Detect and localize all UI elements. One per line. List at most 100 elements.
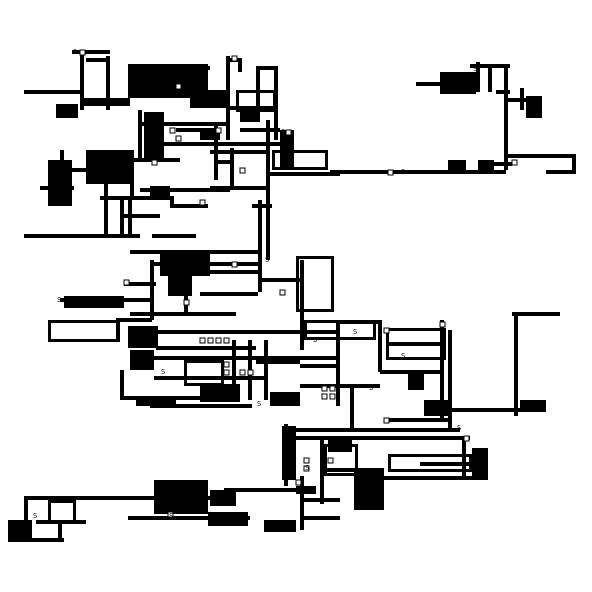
- door-marker: [223, 361, 230, 368]
- marker-layer: [79, 49, 518, 518]
- door-marker: [151, 159, 158, 166]
- room-wall: [48, 320, 120, 323]
- door-marker: [329, 385, 336, 392]
- corridor-segment: [300, 364, 340, 368]
- corridor-segment: [296, 428, 460, 432]
- corridor-segment: [448, 330, 452, 430]
- corridor-segment: [496, 90, 510, 94]
- corridor-segment: [58, 520, 62, 540]
- room-block: [168, 276, 192, 296]
- room-wall: [48, 521, 76, 524]
- door-marker: [439, 321, 446, 328]
- corridor-segment: [284, 436, 470, 440]
- room-wall: [355, 444, 358, 476]
- corridor-segment: [256, 330, 340, 334]
- corridor-segment: [214, 124, 218, 180]
- corridor-segment: [546, 170, 576, 174]
- room-block: [270, 392, 300, 406]
- room-wall: [150, 76, 153, 90]
- room-block: [264, 520, 296, 532]
- room-wall: [236, 90, 276, 93]
- room-block: [8, 520, 32, 542]
- door-marker: [387, 169, 394, 176]
- corridor-segment: [420, 462, 476, 466]
- corridor-segment: [262, 278, 300, 282]
- corridor-segment: [120, 370, 124, 398]
- room-wall: [272, 150, 328, 153]
- map-label: S: [161, 368, 165, 376]
- corridor-segment: [116, 318, 152, 322]
- corridor-segment: [226, 56, 230, 140]
- door-marker: [383, 327, 390, 334]
- corridor-segment: [24, 90, 80, 94]
- corridor-segment: [128, 200, 132, 236]
- corridor-segment: [572, 154, 576, 174]
- map-label: S: [457, 424, 461, 432]
- door-marker: [303, 465, 310, 472]
- label-layer: S S S S S S S S S S S S S S S S: [33, 48, 477, 520]
- map-label: S: [353, 328, 357, 336]
- door-marker: [199, 199, 206, 206]
- door-marker: [215, 127, 222, 134]
- room-block: [130, 350, 154, 370]
- corridor-segment: [230, 148, 234, 190]
- map-label: S: [57, 296, 61, 304]
- map-label: S: [369, 384, 373, 392]
- room-wall: [324, 444, 327, 476]
- door-marker: [223, 369, 230, 376]
- room-wall: [304, 320, 376, 323]
- corridor-segment: [504, 154, 576, 158]
- room-wall: [48, 500, 76, 503]
- room-wall: [272, 167, 328, 170]
- room-wall: [48, 500, 51, 524]
- room-wall: [236, 90, 239, 112]
- map-label: S: [281, 128, 285, 136]
- room-block: [240, 108, 260, 122]
- corridor-segment: [138, 110, 142, 162]
- map-label: S: [169, 512, 173, 520]
- room-wall: [386, 357, 446, 360]
- corridor-segment: [320, 468, 384, 472]
- room-wall: [304, 337, 376, 340]
- room-block: [128, 326, 158, 348]
- map-label: S: [257, 400, 261, 408]
- room-wall: [373, 320, 376, 340]
- corridor-segment: [170, 196, 174, 206]
- door-marker: [167, 511, 174, 518]
- room-wall: [469, 454, 472, 472]
- door-marker: [247, 369, 254, 376]
- door-marker: [215, 337, 222, 344]
- corridor-segment: [256, 66, 278, 70]
- corridor-segment: [210, 186, 266, 190]
- door-marker: [123, 279, 130, 286]
- corridor-segment: [86, 58, 110, 62]
- room-wall: [386, 328, 446, 331]
- room-block: [472, 448, 488, 478]
- door-marker: [321, 385, 328, 392]
- corridor-segment: [200, 292, 258, 296]
- room-block: [190, 92, 226, 108]
- corridor-segment: [264, 340, 268, 400]
- door-marker: [239, 369, 246, 376]
- room-wall: [386, 328, 389, 360]
- room-wall: [296, 256, 334, 259]
- map-label: S: [265, 256, 269, 264]
- corridor-segment: [440, 320, 444, 420]
- corridor-segment: [170, 204, 208, 208]
- room-wall: [324, 473, 358, 476]
- corridor-segment: [128, 330, 300, 334]
- corridor-segment: [476, 62, 480, 92]
- corridor-segment: [384, 418, 450, 422]
- corridor-segment: [128, 516, 250, 520]
- door-marker: [199, 337, 206, 344]
- corridor-segment: [80, 50, 84, 110]
- map-label: S: [401, 168, 405, 176]
- room-block: [86, 150, 134, 184]
- corridor-segment: [130, 312, 236, 316]
- room-wall: [388, 469, 472, 472]
- room-block: [282, 426, 296, 480]
- corridor-segment: [380, 476, 488, 480]
- room-wall: [117, 320, 120, 342]
- corridor-segment: [232, 340, 236, 400]
- corridor-segment: [214, 160, 234, 164]
